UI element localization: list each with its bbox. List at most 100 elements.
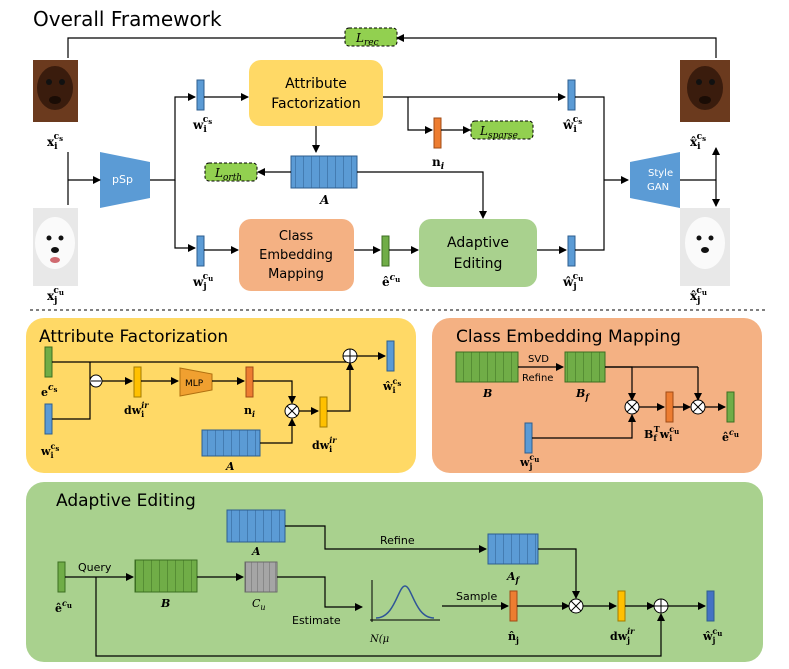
psp-encoder: pSp: [100, 152, 150, 208]
af-label-w: wics: [40, 441, 59, 460]
hat-w-i-cs-vector: [567, 79, 576, 111]
af-n-vector: [245, 366, 254, 398]
label-hat-w-i: ŵics: [562, 115, 582, 135]
ae-Af-matrix: [487, 533, 539, 565]
ae-A-matrix: [226, 509, 286, 543]
ae-label-Cu: Cu: [252, 597, 266, 612]
af-label-dw: dwiir: [124, 400, 149, 419]
cem-label-ecu: êcu: [722, 427, 739, 444]
overall-title: Overall Framework: [33, 7, 222, 31]
af-panel-title: Attribute Factorization: [39, 327, 228, 347]
ae-hat-w-vector: [706, 590, 715, 622]
af-panel: [26, 318, 416, 473]
cem-panel-title: Class Embedding Mapping: [456, 327, 681, 347]
ae-label-nj: n̂j: [508, 630, 519, 645]
cem-ecu-vector: [726, 391, 735, 423]
ae-label-ecu: êcu: [55, 598, 72, 615]
svg-text:Style: Style: [648, 168, 673, 179]
cem-svd-label: SVD: [528, 354, 549, 365]
loss-orth: Lorth: [204, 162, 258, 183]
af-mlp: MLP: [179, 367, 213, 397]
source-dog-image: [33, 60, 78, 122]
ae-label-dw: dwjir: [610, 626, 635, 645]
svg-text:MLP: MLP: [185, 379, 204, 389]
label-w-i-cs: wics: [192, 115, 212, 135]
af-dw-vector: [133, 366, 142, 398]
af-e-cs-vector: [44, 346, 53, 378]
ae-label-A: A: [251, 545, 261, 558]
af-hat-w-vector: [386, 340, 395, 372]
ae-refine-label: Refine: [380, 534, 415, 547]
loss-rec: Lrec: [344, 27, 398, 48]
A-matrix: [290, 155, 358, 189]
e-cu-vector: [381, 235, 390, 267]
af-hat-dw-vector: [319, 396, 328, 428]
ae-ecu-vector: [57, 561, 66, 593]
af-A-matrix: [201, 429, 261, 457]
ae-Cu-matrix: [244, 561, 278, 593]
ae-query-label: Query: [78, 561, 112, 574]
svg-text:Adaptive: Adaptive: [447, 235, 509, 251]
label-hat-x-i: x̂ics: [690, 132, 706, 152]
ae-B-matrix: [134, 559, 198, 593]
label-w-j-cu: wjcu: [192, 272, 213, 292]
svg-text:Factorization: Factorization: [271, 96, 361, 112]
cem-B-matrix: [455, 351, 519, 383]
cem-Bf-matrix: [564, 351, 606, 383]
label-x-i: xics: [47, 132, 63, 152]
cem-label-w: wjcu: [519, 452, 539, 471]
svg-text:Editing: Editing: [454, 256, 503, 272]
svg-text:N(μ: N(μ: [369, 634, 389, 645]
target-dog-image: [33, 208, 78, 286]
w-i-cs-vector: [196, 79, 205, 111]
stylegan-generator: Style GAN: [630, 152, 680, 208]
cem-product-vector: [665, 391, 674, 423]
af-label-A: A: [225, 460, 235, 473]
label-e-cu: êcu: [382, 273, 400, 289]
n-i-vector: [433, 117, 442, 149]
svg-text:GAN: GAN: [647, 182, 669, 193]
svg-text:Class: Class: [279, 229, 313, 244]
ae-panel-title: Adaptive Editing: [56, 491, 196, 511]
ae-estimate-label: Estimate: [292, 614, 341, 627]
af-label-e: ecs: [41, 383, 57, 399]
af-label-n: ni: [244, 404, 255, 419]
svg-text:Embedding: Embedding: [259, 248, 333, 263]
af-label-hat-dw: dwiir: [312, 435, 337, 454]
svg-text:Attribute: Attribute: [285, 76, 347, 92]
label-n-i: ni: [432, 155, 445, 172]
svg-text:Mapping: Mapping: [268, 267, 324, 282]
label-hat-w-j: ŵjcu: [562, 272, 583, 292]
hat-w-j-cu-vector: [567, 235, 576, 267]
ae-panel: [26, 482, 763, 662]
cem-refine-label: Refine: [522, 373, 553, 384]
ae-label-Af: Af: [506, 570, 521, 585]
ae-nj-vector: [509, 590, 518, 622]
af-label-hat-w: ŵics: [382, 376, 401, 395]
svg-text:Lrec: Lrec: [355, 31, 379, 48]
svg-text:pSp: pSp: [112, 173, 133, 186]
edited-dog-image: [680, 208, 730, 286]
adaptive-editing-block: Adaptive Editing: [419, 219, 537, 287]
cem-label-product: BfTwicu: [644, 424, 679, 443]
cem-label-Bf: Bf: [575, 387, 590, 402]
recon-dog-image: [680, 60, 730, 122]
ae-label-hat-w: ŵjcu: [702, 626, 722, 645]
ae-sample-label: Sample: [456, 590, 497, 603]
class-embedding-mapping-block: Class Embedding Mapping: [239, 219, 354, 291]
attribute-factorization-block: Attribute Factorization: [249, 60, 383, 126]
svg-text:Lsparse: Lsparse: [479, 124, 518, 141]
cem-w-vector: [524, 422, 533, 454]
label-x-j: xjcu: [47, 286, 64, 306]
w-j-cu-vector: [196, 235, 205, 267]
loss-sparse: Lsparse: [470, 120, 534, 141]
af-w-cs-vector: [44, 403, 53, 435]
label-hat-x-j: x̂jcu: [690, 286, 707, 306]
ae-dw-vector: [617, 590, 626, 622]
svg-text:Lorth: Lorth: [214, 166, 242, 183]
ae-label-B: B: [160, 597, 170, 610]
label-A: A: [319, 193, 329, 207]
cem-label-B: B: [482, 387, 492, 400]
gaussian-distribution: N(μ: [369, 580, 440, 645]
